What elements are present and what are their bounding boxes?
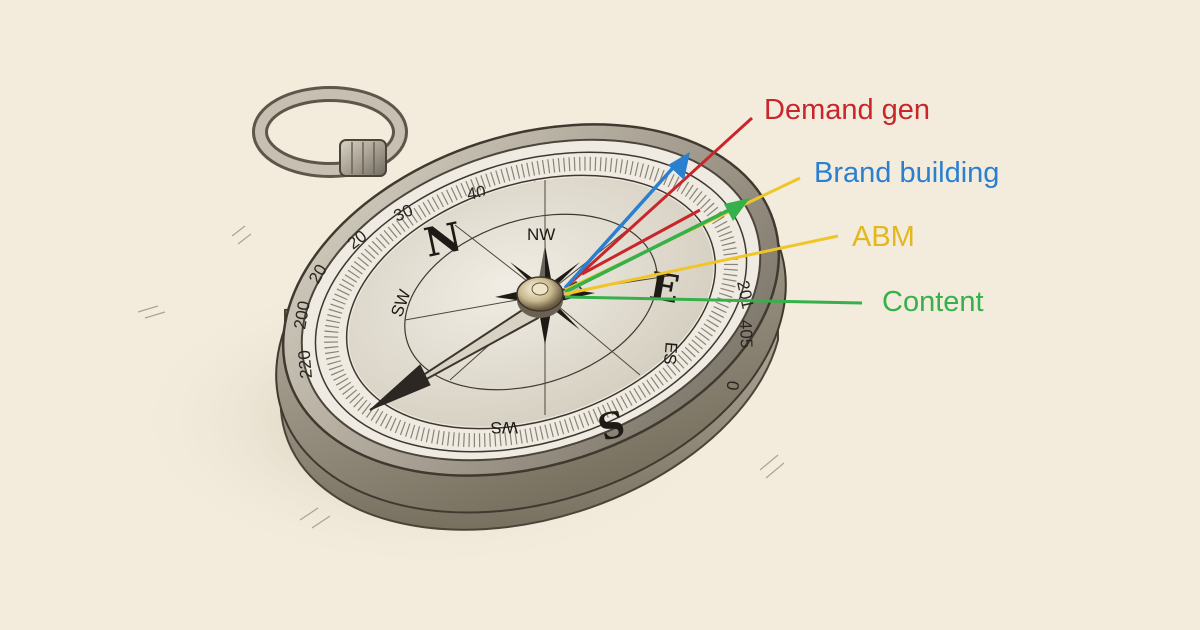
content-arrow-upper: [564, 205, 736, 294]
degree-mark: 405: [736, 319, 756, 348]
label-content: Content: [882, 286, 984, 318]
content-arrowhead: [724, 198, 750, 221]
compass-ring: [252, 86, 408, 178]
degree-mark: 200: [290, 299, 314, 330]
label-demand-gen: Demand gen: [764, 94, 931, 126]
paper-hatching: [137, 225, 785, 529]
brand-building-arrow-tail: [581, 208, 701, 276]
ws-label: WS: [491, 418, 518, 437]
direction-arrows: [563, 116, 863, 305]
degree-mark: 0: [722, 379, 742, 392]
demand-gen-arrow: [563, 116, 754, 290]
compass-crown: [339, 139, 387, 177]
nw-label: NW: [527, 225, 555, 244]
label-abm: ABM: [852, 221, 915, 253]
es-label: ES: [660, 341, 681, 365]
degree-ring: [314, 151, 748, 453]
brand-building-arrowhead: [668, 152, 690, 180]
content-arrow: [564, 295, 863, 305]
degree-mark: 220: [295, 349, 316, 379]
label-brand-building: Brand building: [814, 157, 1000, 189]
brand-building-arrow: [563, 158, 682, 290]
abm-arrow: [564, 234, 839, 296]
compass-pivot: [516, 276, 564, 318]
